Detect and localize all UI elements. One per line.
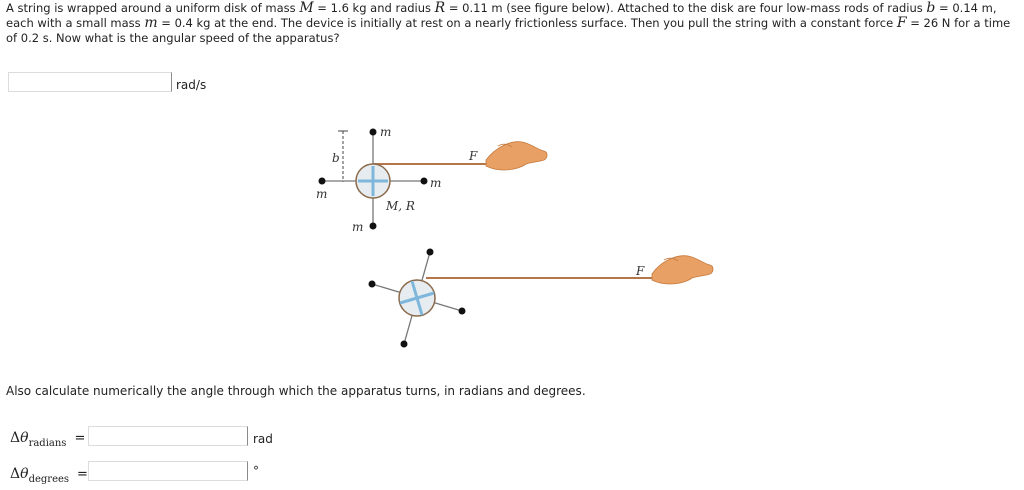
angle-degrees-input[interactable]: [88, 461, 248, 481]
label-m-left: m: [316, 187, 327, 201]
disk-rotated-cross-2: [399, 291, 435, 305]
top-diagram: b m m m M, R m F: [316, 125, 548, 234]
angle-radians-input[interactable]: [88, 426, 248, 446]
label-m-top: m: [380, 125, 391, 139]
value-M: 1.6 kg: [330, 1, 367, 15]
var-m: m: [144, 15, 158, 31]
equals-sign: =: [906, 16, 924, 30]
var-b: b: [926, 0, 936, 16]
mass-rotated-bottom: [400, 340, 408, 348]
equals-sign: =: [313, 1, 331, 15]
mass-right: [420, 177, 428, 185]
hand-icon: [485, 141, 548, 171]
delta-symbol: Δ: [10, 466, 21, 482]
var-R: R: [434, 0, 446, 16]
label-F-top: F: [468, 149, 478, 163]
equals-sign: =: [935, 1, 953, 15]
label-M-R: M, R: [385, 199, 415, 213]
problem-text: for a time of: [6, 16, 1011, 45]
mass-rotated-left: [368, 280, 376, 288]
mass-top: [369, 128, 377, 136]
angular-speed-input[interactable]: [8, 72, 172, 92]
problem-text: (see figure below). Attached to the disk…: [502, 1, 927, 15]
problem-text: A string is wrapped around a uniform dis…: [6, 1, 300, 15]
var-M: M: [299, 0, 314, 16]
delta-symbol: Δ: [10, 430, 21, 446]
bottom-diagram: F: [368, 248, 714, 348]
delta-theta-radians-label: Δθradians =: [10, 430, 85, 449]
angle-degrees-unit: °: [253, 464, 259, 478]
equals-sign: =: [74, 431, 86, 446]
theta-symbol: θ: [20, 466, 29, 482]
subscript-radians: radians: [28, 438, 67, 449]
angular-speed-unit: rad/s: [176, 78, 207, 92]
value-R: 0.11 m: [462, 1, 503, 15]
angle-radians-unit: rad: [253, 432, 273, 446]
problem-text: and radius: [366, 1, 435, 15]
label-F-bottom: F: [635, 264, 645, 278]
problem-text: , each with a small mass: [6, 1, 997, 30]
value-b: 0.14 m: [952, 1, 993, 15]
equals-sign: =: [445, 1, 463, 15]
problem-text: . Now what is the angular speed of the a…: [48, 31, 340, 45]
mass-left: [318, 177, 326, 185]
value-F: 26 N: [923, 16, 951, 30]
mass-rotated-right: [458, 307, 466, 315]
theta-symbol: θ: [20, 430, 29, 446]
equals-sign: =: [157, 16, 175, 30]
mass-bottom: [369, 222, 377, 230]
label-m-bottom: m: [352, 220, 363, 234]
label-b: b: [332, 151, 340, 165]
problem-statement: A string is wrapped around a uniform dis…: [6, 1, 1022, 46]
equals-sign: =: [77, 467, 88, 482]
hand-icon: [651, 255, 714, 285]
var-F: F: [896, 15, 907, 31]
value-t: 0.2 s: [20, 31, 49, 45]
follow-up-question: Also calculate numerically the angle thr…: [6, 384, 586, 398]
subscript-degrees: degrees: [28, 474, 70, 485]
mass-rotated-top: [426, 248, 434, 256]
apparatus-figure: b m m m M, R m F: [316, 125, 714, 348]
delta-theta-degrees-label: Δθdegrees =: [10, 466, 88, 485]
value-m: 0.4 kg: [174, 16, 211, 30]
problem-text: at the end. The device is initially at r…: [210, 16, 897, 30]
label-m-right: m: [430, 176, 441, 190]
